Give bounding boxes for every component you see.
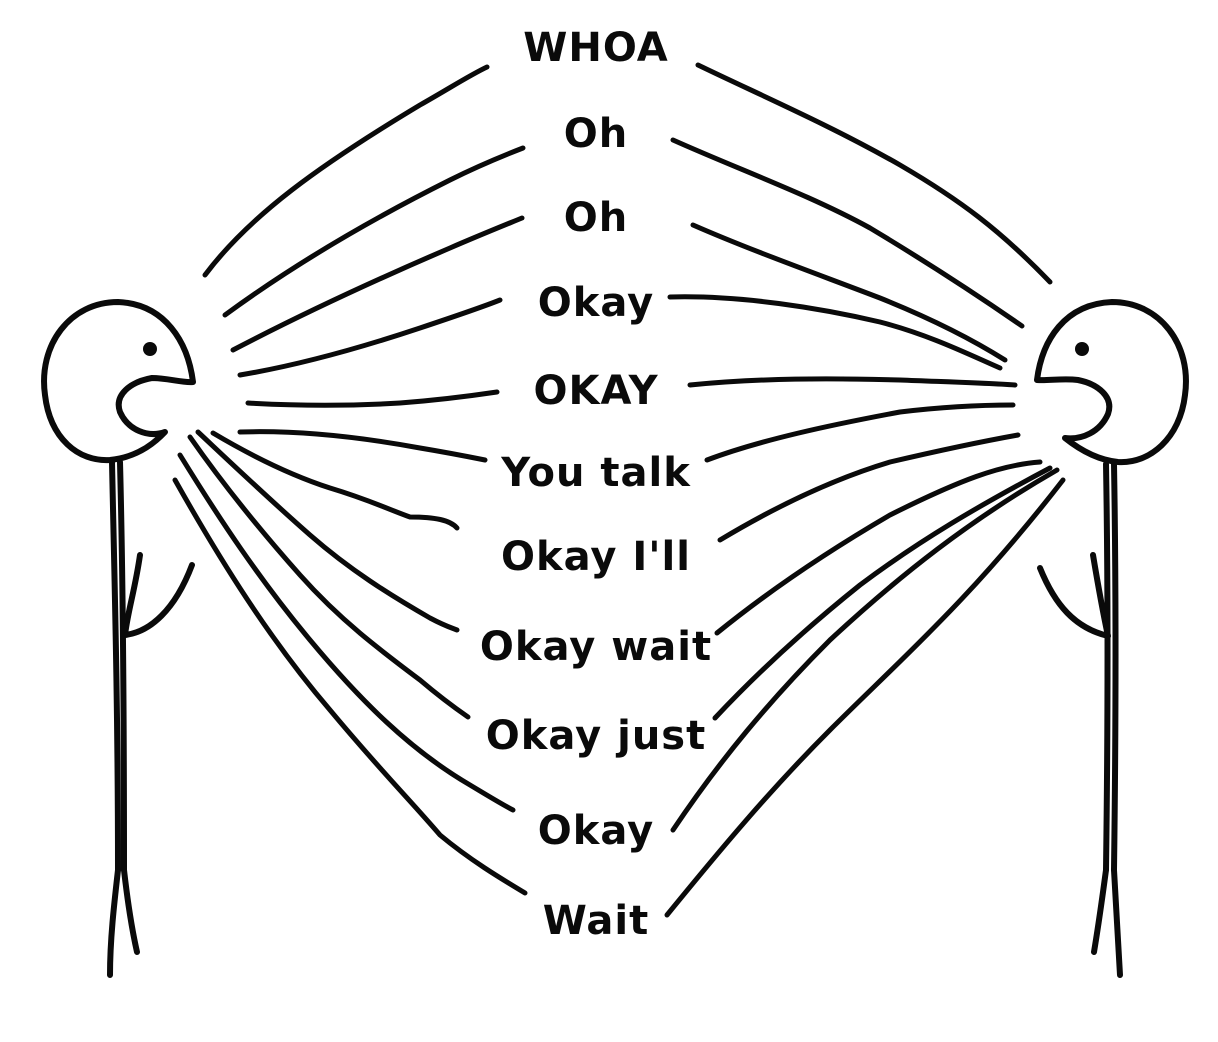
right-leg-left (1091, 867, 1109, 955)
speech-line (245, 389, 500, 408)
left-arm (122, 552, 195, 638)
speech-line (717, 432, 1021, 543)
speech-line (177, 452, 516, 813)
left-body-edge (117, 459, 127, 873)
right-speech-lines (664, 62, 1066, 918)
speech-line (664, 477, 1066, 918)
speech-line (695, 62, 1053, 285)
right-arm (1037, 552, 1111, 639)
right-head (1034, 299, 1189, 466)
left-head (41, 299, 196, 464)
dialogue-line: Okay (538, 808, 654, 854)
left-eye (143, 342, 157, 356)
speech-line (230, 215, 525, 353)
speech-line (237, 297, 503, 378)
speech-line (690, 222, 1008, 363)
speech-line (670, 137, 1025, 329)
speech-line (704, 402, 1016, 463)
dialogue-line: WHOA (523, 25, 668, 71)
dialogue-stack: WHOA Oh Oh Okay OKAY You talk Okay I'll … (480, 25, 712, 944)
right-leg-right (1111, 867, 1123, 978)
left-stick-figure (41, 299, 196, 978)
dialogue-line: Okay wait (480, 624, 712, 670)
speech-line (667, 294, 1003, 371)
left-leg-right (121, 867, 140, 955)
dialogue-line: Wait (543, 898, 650, 944)
speech-line (222, 145, 526, 318)
right-body-edge (1111, 461, 1119, 873)
speech-line (670, 467, 1060, 833)
speech-line (202, 64, 490, 278)
right-eye (1075, 342, 1089, 356)
speech-line (195, 429, 460, 633)
dialogue-line: Oh (564, 111, 628, 157)
right-body (1103, 461, 1111, 873)
right-stick-figure (1034, 299, 1189, 978)
speech-line (712, 465, 1053, 721)
dialogue-line: Okay (538, 280, 654, 326)
speech-line (687, 376, 1018, 388)
dialogue-line: You talk (500, 450, 691, 496)
dialogue-line: Oh (564, 195, 628, 241)
speech-line (237, 429, 488, 463)
speech-line (172, 477, 528, 896)
speech-line (210, 430, 460, 531)
dialogue-line: Okay just (486, 713, 706, 759)
speech-line (714, 459, 1043, 636)
dialogue-line: Okay I'll (501, 534, 691, 580)
dialogue-line: OKAY (533, 368, 658, 414)
left-body (109, 459, 121, 873)
speech-line (187, 434, 471, 720)
left-leg-left (107, 867, 121, 978)
left-speech-lines (172, 64, 528, 896)
